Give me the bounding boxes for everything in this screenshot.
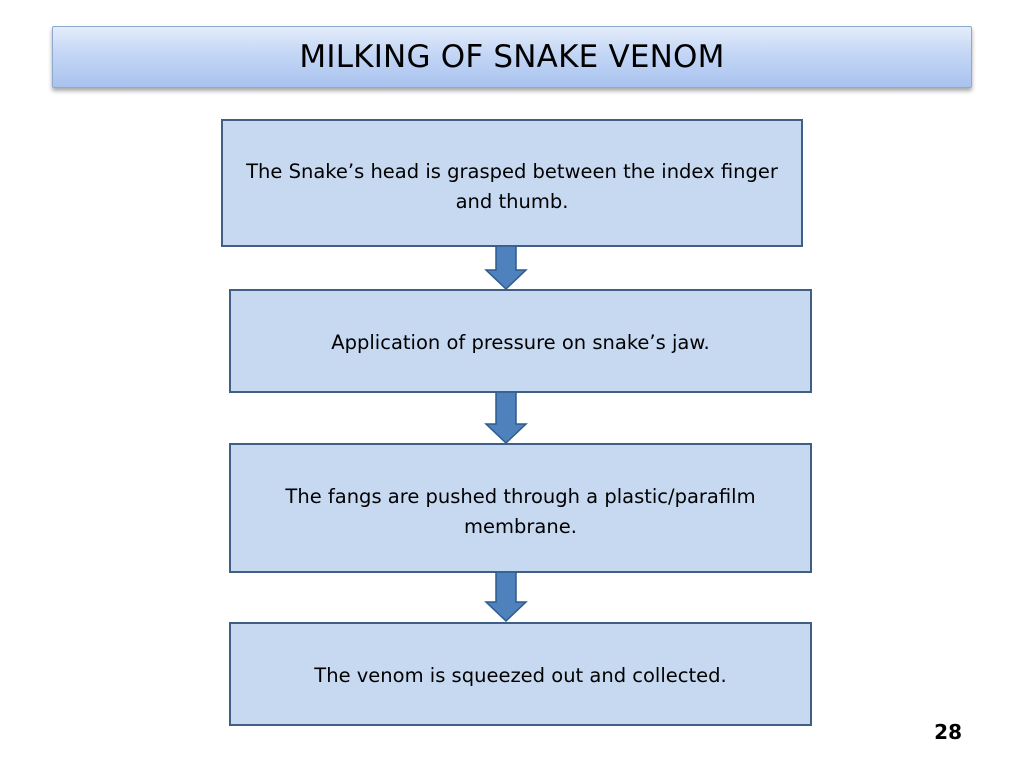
flow-step-2-text: Application of pressure on snake’s jaw. xyxy=(331,331,710,354)
flow-step-3: The fangs are pushed through a plastic/p… xyxy=(229,443,812,573)
down-arrow-icon xyxy=(484,572,528,622)
flow-step-4-text: The venom is squeezed out and collected. xyxy=(314,664,727,687)
flow-step-1: The Snake’s head is grasped between the … xyxy=(221,119,803,247)
flow-step-2: Application of pressure on snake’s jaw. xyxy=(229,289,812,393)
down-arrow-icon xyxy=(484,246,528,290)
down-arrow-icon xyxy=(484,392,528,444)
slide-title: MILKING OF SNAKE VENOM xyxy=(299,39,725,75)
page-number: 28 xyxy=(934,720,962,744)
flow-step-1-text: The Snake’s head is grasped between the … xyxy=(246,160,778,213)
title-banner: MILKING OF SNAKE VENOM xyxy=(52,26,972,88)
flow-step-3-text: The fangs are pushed through a plastic/p… xyxy=(285,485,756,538)
flow-step-4: The venom is squeezed out and collected. xyxy=(229,622,812,726)
